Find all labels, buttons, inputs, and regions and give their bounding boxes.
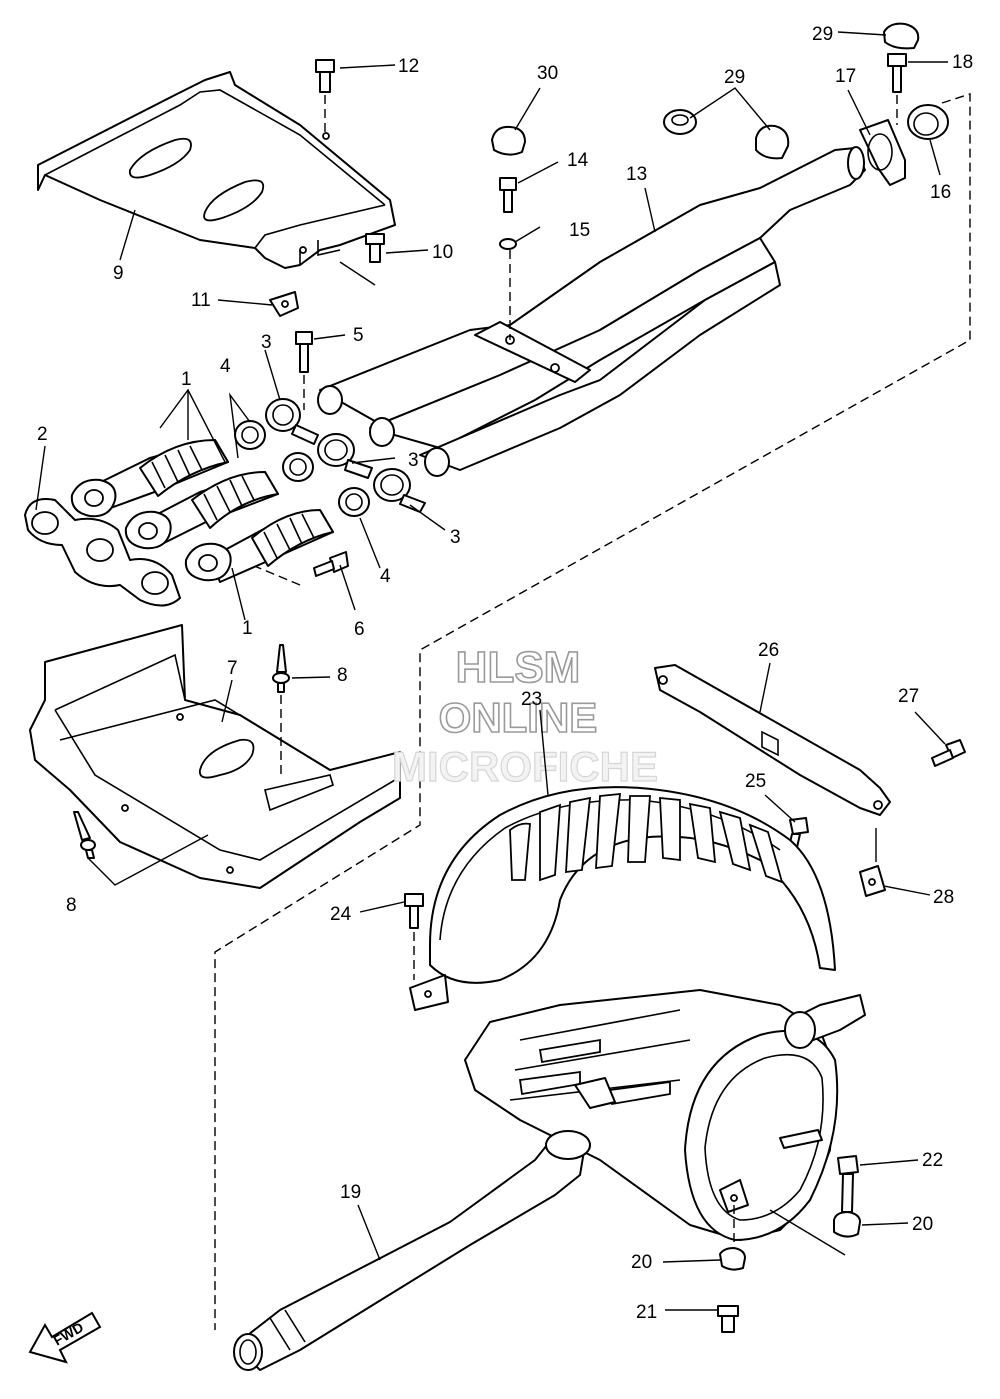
callout-4-bottom: 4 bbox=[380, 566, 391, 587]
callout-4-top: 4 bbox=[220, 356, 231, 377]
callout-numbers: 1 1 2 3 3 3 4 4 5 6 7 8 8 9 10 11 12 13 … bbox=[37, 24, 973, 1323]
muffler-body[interactable] bbox=[464, 989, 866, 1256]
muffler-cover-23[interactable] bbox=[409, 786, 836, 1011]
collar-20-bottom[interactable] bbox=[719, 1247, 746, 1271]
callout-1-top: 1 bbox=[181, 369, 192, 390]
rivet-8-upper[interactable] bbox=[272, 644, 290, 775]
seal-ring-4-top[interactable] bbox=[234, 420, 266, 450]
callout-3-bottom: 3 bbox=[450, 527, 461, 548]
exhaust-y-pipe[interactable] bbox=[317, 146, 866, 477]
bolt-14[interactable] bbox=[499, 177, 517, 213]
clamp-3-bottom[interactable] bbox=[373, 468, 426, 513]
callout-3-top: 3 bbox=[261, 332, 272, 353]
callout-13: 13 bbox=[626, 164, 647, 185]
clamp-3-middle[interactable] bbox=[317, 433, 373, 479]
callout-30: 30 bbox=[537, 63, 558, 84]
callout-24: 24 bbox=[330, 904, 352, 925]
callout-17: 17 bbox=[835, 66, 856, 87]
rivet-8-lower[interactable] bbox=[73, 811, 96, 859]
gasket-2[interactable] bbox=[24, 498, 181, 607]
fwd-direction-arrow: FWD bbox=[28, 1311, 102, 1364]
upper-heat-shield[interactable] bbox=[37, 71, 396, 269]
grommet-29-right[interactable] bbox=[755, 124, 790, 160]
callout-15: 15 bbox=[569, 220, 590, 241]
exhaust-pipe-1-top[interactable] bbox=[70, 439, 229, 518]
callout-2: 2 bbox=[37, 424, 48, 445]
leader-lines bbox=[35, 31, 948, 1311]
bolt-12[interactable] bbox=[315, 59, 335, 135]
ring-16[interactable] bbox=[907, 104, 949, 140]
bolt-6[interactable] bbox=[313, 551, 349, 577]
lower-heat-shield[interactable] bbox=[29, 624, 401, 889]
callout-8-lower: 8 bbox=[66, 895, 77, 916]
bolt-22[interactable] bbox=[837, 1155, 859, 1213]
bolt-10[interactable] bbox=[339, 233, 385, 286]
callout-14: 14 bbox=[567, 150, 589, 171]
callout-9: 9 bbox=[113, 263, 124, 284]
callout-29-top: 29 bbox=[812, 24, 833, 45]
pin-21[interactable] bbox=[717, 1305, 739, 1333]
callout-1-bottom: 1 bbox=[242, 618, 253, 639]
assembly-boundary-lines bbox=[214, 93, 971, 1330]
callout-7: 7 bbox=[227, 658, 238, 679]
watermark-line-1: HLSM bbox=[456, 643, 581, 692]
callout-22: 22 bbox=[922, 1150, 943, 1171]
callout-12: 12 bbox=[398, 56, 419, 77]
seal-ring-4-middle[interactable] bbox=[282, 452, 314, 482]
callout-5: 5 bbox=[353, 325, 364, 346]
bolt-27[interactable] bbox=[931, 739, 966, 767]
callout-20-right: 20 bbox=[912, 1214, 933, 1235]
muffler-stay-26[interactable] bbox=[654, 664, 891, 816]
callout-8-upper: 8 bbox=[337, 665, 348, 686]
tail-pipe-19[interactable] bbox=[233, 1130, 591, 1371]
watermark: HLSM ONLINE MICROFICHE bbox=[391, 642, 658, 790]
callout-19: 19 bbox=[340, 1182, 361, 1203]
nut-clip-11[interactable] bbox=[269, 291, 299, 317]
watermark-line-2: ONLINE bbox=[439, 694, 598, 741]
callout-11: 11 bbox=[191, 290, 211, 311]
nut-clip-28[interactable] bbox=[859, 828, 886, 897]
callout-27: 27 bbox=[898, 686, 919, 707]
grommet-29-left[interactable] bbox=[663, 109, 697, 135]
callout-26: 26 bbox=[758, 640, 779, 661]
grommet-29-top[interactable] bbox=[883, 22, 920, 50]
callout-23: 23 bbox=[521, 689, 542, 710]
callout-20-bottom: 20 bbox=[631, 1252, 652, 1273]
washer-15[interactable] bbox=[499, 238, 517, 250]
bolt-18[interactable] bbox=[887, 53, 907, 125]
callout-18: 18 bbox=[952, 52, 973, 73]
bolt-5[interactable] bbox=[295, 331, 313, 410]
callout-28: 28 bbox=[933, 887, 954, 908]
exhaust-pipe-1-middle[interactable] bbox=[124, 471, 279, 550]
callout-21: 21 bbox=[636, 1302, 657, 1323]
callout-3-middle: 3 bbox=[408, 450, 419, 471]
callout-25: 25 bbox=[745, 771, 766, 792]
callout-16: 16 bbox=[930, 182, 951, 203]
collar-20-right[interactable] bbox=[833, 1211, 861, 1238]
cap-30[interactable] bbox=[491, 125, 526, 156]
watermark-line-3: MICROFICHE bbox=[392, 743, 658, 790]
callout-10: 10 bbox=[432, 242, 453, 263]
callout-29-middle: 29 bbox=[724, 67, 745, 88]
bolt-24[interactable] bbox=[404, 893, 424, 980]
pipe-bracket-17[interactable] bbox=[859, 119, 906, 186]
seal-ring-4-bottom[interactable] bbox=[338, 487, 370, 517]
clamp-3-top[interactable] bbox=[265, 398, 319, 445]
exhaust-pipe-1-bottom[interactable] bbox=[184, 509, 334, 583]
callout-6: 6 bbox=[354, 619, 365, 640]
